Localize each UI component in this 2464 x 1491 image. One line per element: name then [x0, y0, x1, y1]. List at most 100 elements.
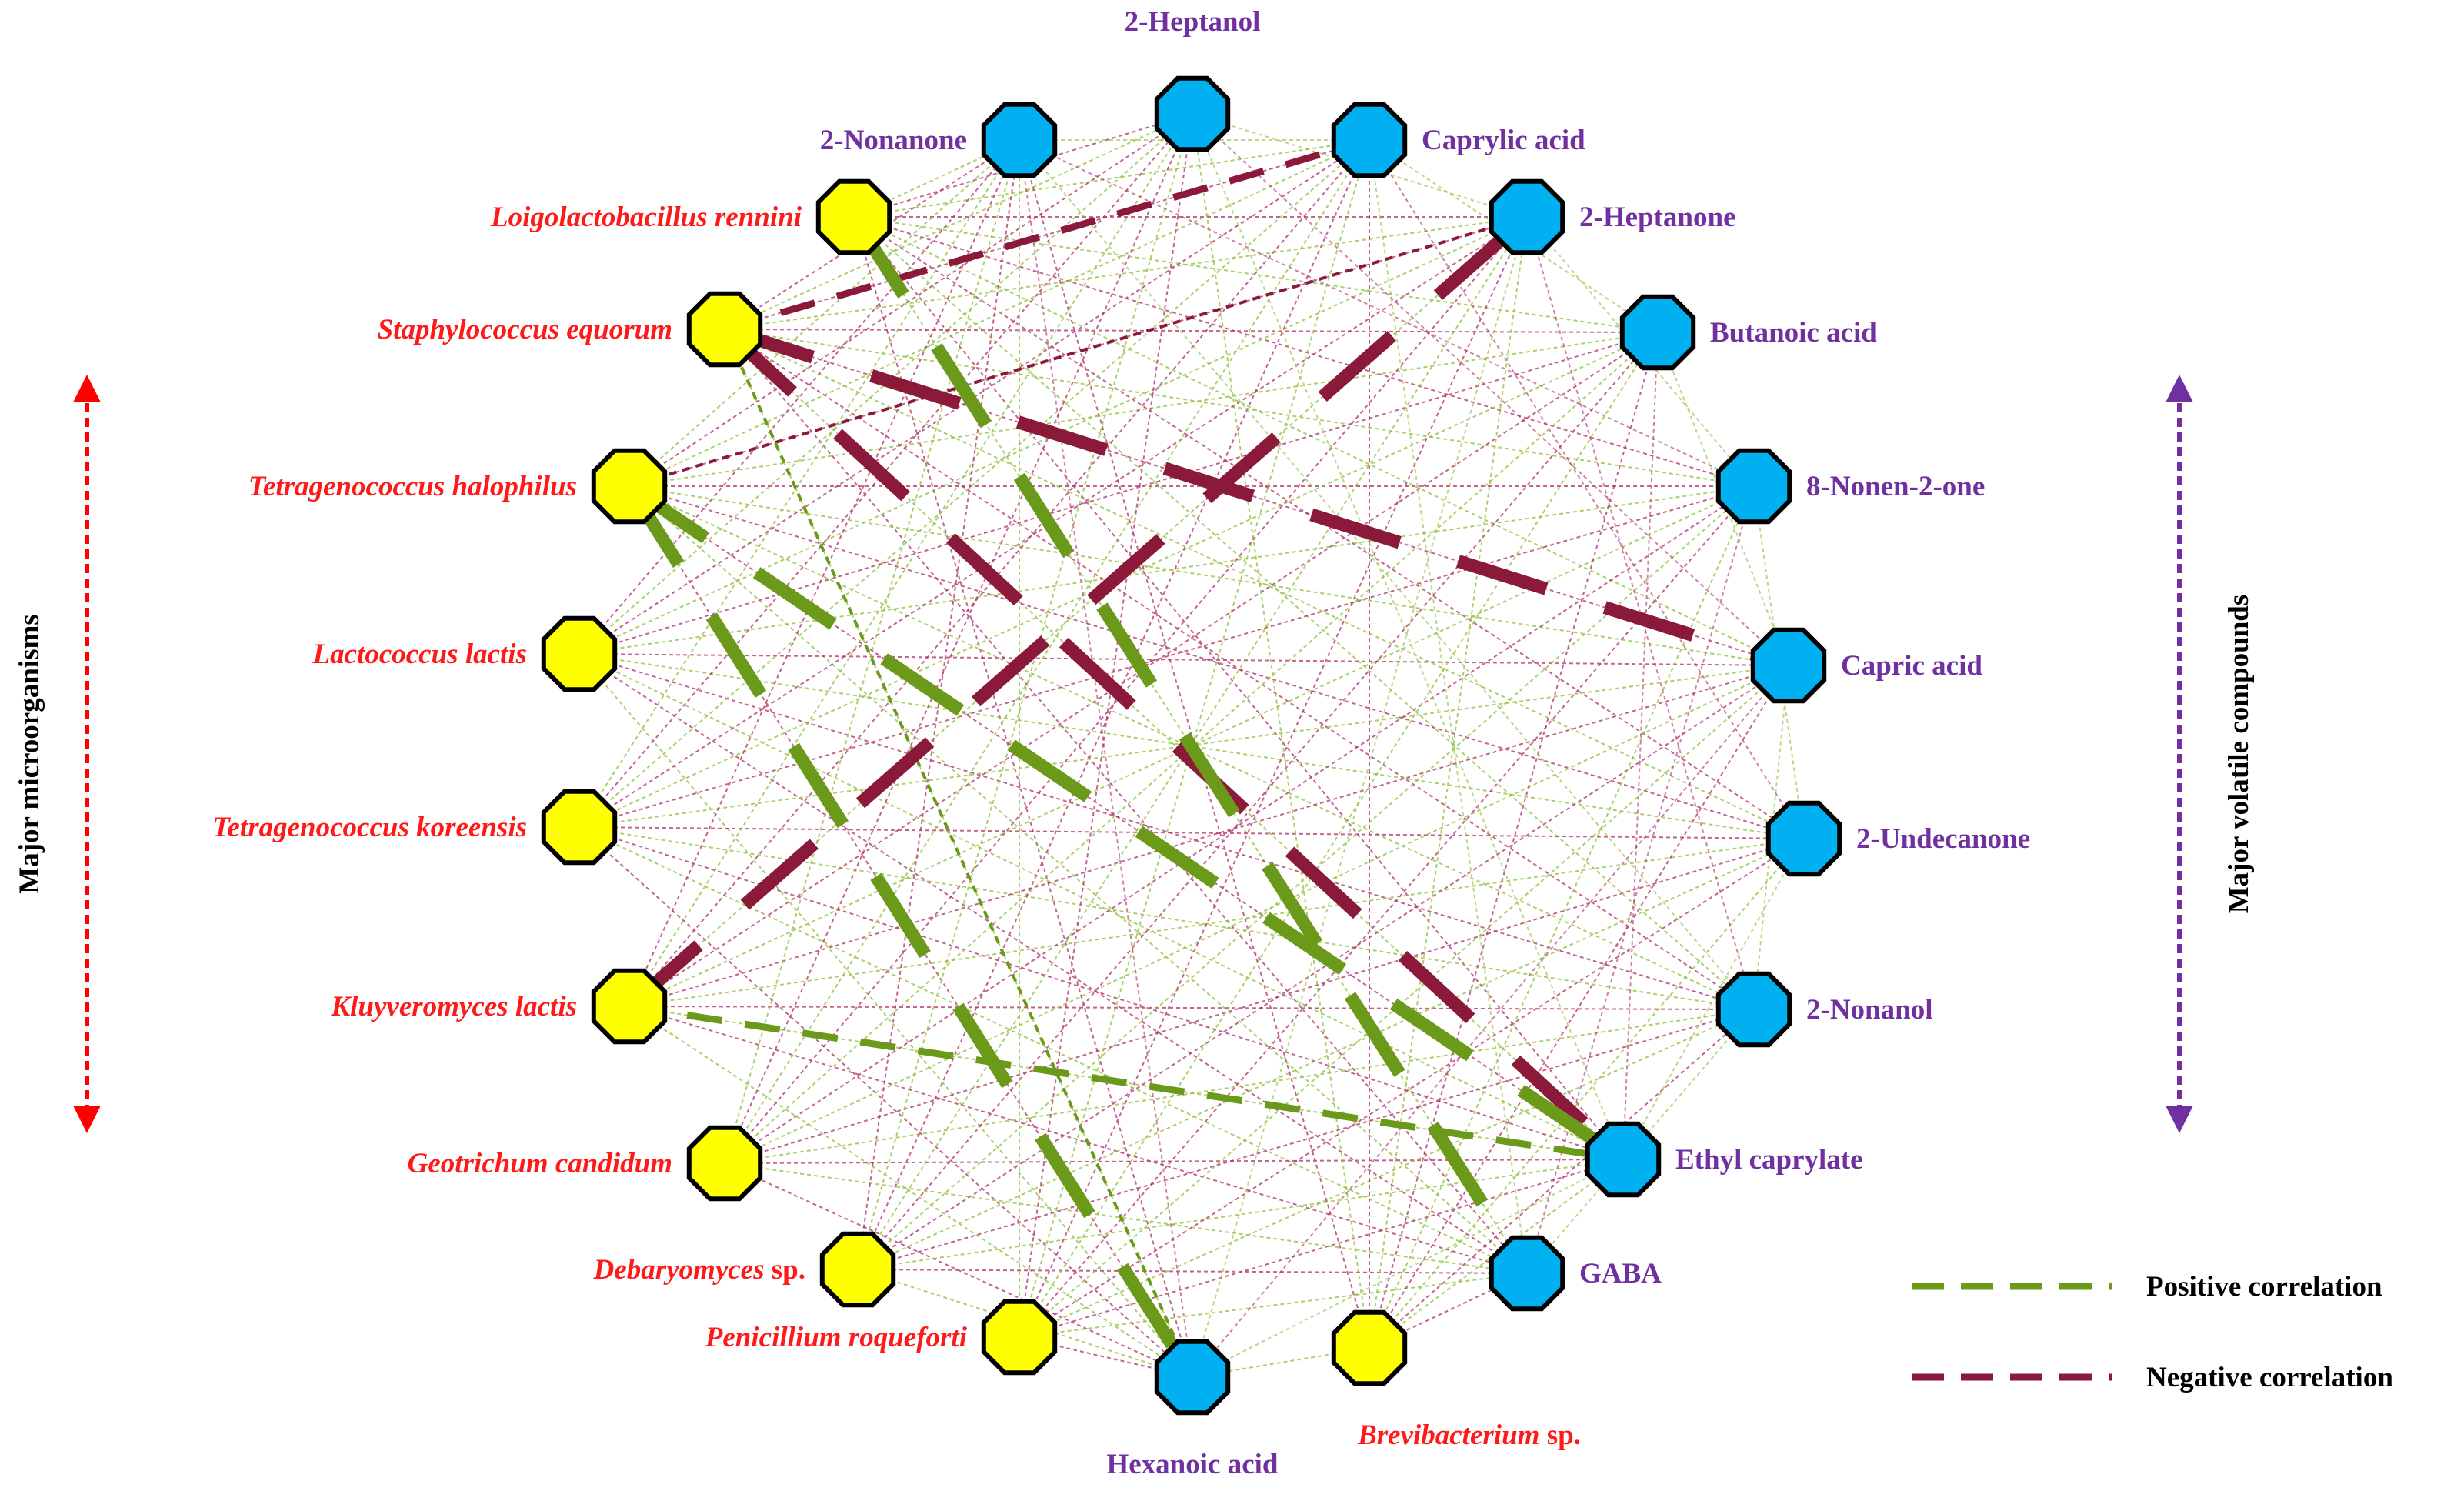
- strong-edge-m3-c12: [623, 482, 1199, 1381]
- microbe-node-m2: [686, 291, 763, 368]
- compound-label-c4: 2-Heptanone: [1579, 202, 1736, 233]
- weak-edge-m8-c7: [857, 665, 1789, 1270]
- weak-edge-m6-c1: [629, 139, 1020, 1007]
- weak-edge-m8-c9: [857, 1009, 1755, 1270]
- compound-label-c2: 2-Heptanol: [1125, 6, 1261, 38]
- strong-edge-m2-c12: [723, 329, 1194, 1378]
- weak-edge-c4-c12: [1192, 216, 1528, 1378]
- weak-edge-m8-c6: [857, 485, 1755, 1270]
- microbe-suffix-m10: sp.: [1539, 1419, 1580, 1451]
- weak-edge-m10-c5: [1369, 332, 1659, 1349]
- weak-edge-m6-c2: [629, 113, 1193, 1007]
- microbe-name-m9: Penicillium roqueforti: [705, 1322, 968, 1353]
- microbe-name-m5: Tetragenococcus koreensis: [212, 812, 527, 843]
- weak-edge-m10-c9: [1369, 1009, 1755, 1349]
- strong-edge-m3-c10: [625, 480, 1627, 1166]
- weak-edge-m2-c6: [724, 329, 1755, 487]
- microbe-label-m6: Kluyveromyces lactis: [330, 991, 577, 1022]
- weak-edge-m7-c10: [724, 1159, 1624, 1164]
- strong-edge-m2-c7: [722, 322, 1791, 672]
- microbe-name-m4: Lactococcus lactis: [312, 639, 527, 670]
- compound-label-c10: Ethyl caprylate: [1675, 1144, 1863, 1176]
- weak-edge-c7-c12: [1192, 665, 1789, 1378]
- microbe-label-m1: Loigolactobacillus rennini: [490, 202, 802, 233]
- weak-edge-m9-c4: [1019, 216, 1528, 1338]
- weak-edge-m3-c1: [629, 139, 1020, 487]
- microbe-node-m9: [981, 1299, 1058, 1376]
- weak-edge-m2-c9: [724, 329, 1755, 1010]
- microbe-label-m5: Tetragenococcus koreensis: [212, 812, 527, 843]
- microbe-name-m2: Staphylococcus equorum: [378, 314, 672, 345]
- weak-edge-m7-c6: [724, 485, 1755, 1164]
- weak-edge-m7-c3: [724, 139, 1370, 1164]
- microbe-node-m5: [541, 789, 618, 866]
- compound-node-c5: [1619, 294, 1696, 371]
- weak-edge-c8-c10: [1622, 838, 1805, 1160]
- weak-edge-m10-c8: [1369, 838, 1805, 1349]
- weak-edge-m7-c4: [724, 216, 1528, 1164]
- microbe-name-m7: Geotrichum candidum: [408, 1148, 672, 1179]
- compound-label-c11: GABA: [1579, 1258, 1662, 1289]
- weak-edge-m4-c9: [578, 653, 1755, 1010]
- weak-edge-c7-c9: [1753, 665, 1789, 1010]
- weak-edge-m6-c11: [629, 1006, 1528, 1274]
- compound-label-c7: Capric acid: [1841, 650, 1982, 682]
- compound-node-c4: [1489, 178, 1565, 255]
- weak-edge-m2-c5: [724, 329, 1659, 333]
- microbe-name-m10: Brevibacterium: [1357, 1419, 1539, 1451]
- weak-edge-m1-c12: [853, 216, 1193, 1378]
- weak-edge-m8-c3: [857, 139, 1370, 1270]
- weak-edge-m3-c8: [629, 485, 1805, 839]
- compound-name-c9: 2-Nonanol: [1806, 994, 1932, 1026]
- weak-edge-c2-c7: [1192, 113, 1789, 666]
- compound-node-c2: [1154, 75, 1231, 152]
- weak-edge-m8-c1: [857, 139, 1020, 1270]
- weak-edge-c2-c10: [1192, 113, 1624, 1160]
- weak-edge-m5-c3: [578, 139, 1370, 828]
- weak-edge-m8-c8: [857, 838, 1805, 1270]
- compound-label-c1: 2-Nonanone: [820, 125, 967, 156]
- weak-edge-m6-c9: [629, 1006, 1755, 1010]
- legend-positive-label: Positive correlation: [2146, 1271, 2382, 1303]
- weak-edge-m6-c3: [629, 139, 1370, 1007]
- weak-edge-m5-c12: [578, 826, 1193, 1378]
- weak-edge-m10-c6: [1369, 485, 1755, 1349]
- microbe-node-m1: [815, 178, 892, 255]
- network-nodes: [541, 75, 1842, 1416]
- weak-edge-m7-c12: [724, 1162, 1193, 1378]
- compound-label-c6: 8-Nonen-2-one: [1806, 471, 1985, 502]
- microbe-name-m3: Tetragenococcus halophilus: [248, 471, 577, 502]
- weak-edge-m1-c5: [853, 216, 1659, 333]
- weak-edge-m2-c2: [724, 113, 1193, 330]
- weak-edge-m8-c2: [857, 113, 1193, 1270]
- weak-edge-m9-c6: [1019, 485, 1755, 1338]
- compound-name-c7: Capric acid: [1841, 650, 1982, 682]
- strong-edge-m6-c10: [629, 1002, 1624, 1163]
- compound-name-c2: 2-Heptanol: [1125, 6, 1261, 38]
- weak-edge-m4-c5: [578, 332, 1659, 655]
- compound-name-c8: 2-Undecanone: [1856, 823, 2030, 855]
- microbe-node-m4: [541, 615, 618, 692]
- weak-edge-m1-c9: [853, 216, 1755, 1010]
- compound-node-c12: [1154, 1339, 1231, 1416]
- weak-edge-m1-c6: [853, 216, 1755, 487]
- weak-edge-m1-c8: [853, 216, 1805, 839]
- weak-edge-m3-c7: [629, 485, 1789, 666]
- strong-edge-m2-c3: [723, 136, 1371, 333]
- compound-node-c8: [1765, 800, 1842, 877]
- weak-edge-m5-c8: [578, 826, 1805, 839]
- microbe-label-m8: Debaryomyces sp.: [593, 1254, 805, 1286]
- strong-edge-m1-c11: [848, 213, 1533, 1277]
- weak-edge-m6-c8: [629, 838, 1805, 1007]
- weak-edge-m1-c10: [853, 216, 1624, 1160]
- weak-edge-m3-c2: [629, 113, 1193, 487]
- weak-edge-c10-c12: [1192, 1159, 1624, 1378]
- compound-node-c11: [1489, 1235, 1565, 1312]
- weak-edge-m7-c7: [724, 665, 1789, 1164]
- weak-edge-m3-c11: [629, 485, 1528, 1274]
- compound-node-c7: [1750, 627, 1827, 704]
- weak-edge-m3-c9: [629, 485, 1755, 1010]
- compound-name-c4: 2-Heptanone: [1579, 202, 1736, 233]
- weak-edge-c1-c9: [1019, 139, 1755, 1010]
- microbe-label-m10: Brevibacterium sp.: [1357, 1419, 1581, 1451]
